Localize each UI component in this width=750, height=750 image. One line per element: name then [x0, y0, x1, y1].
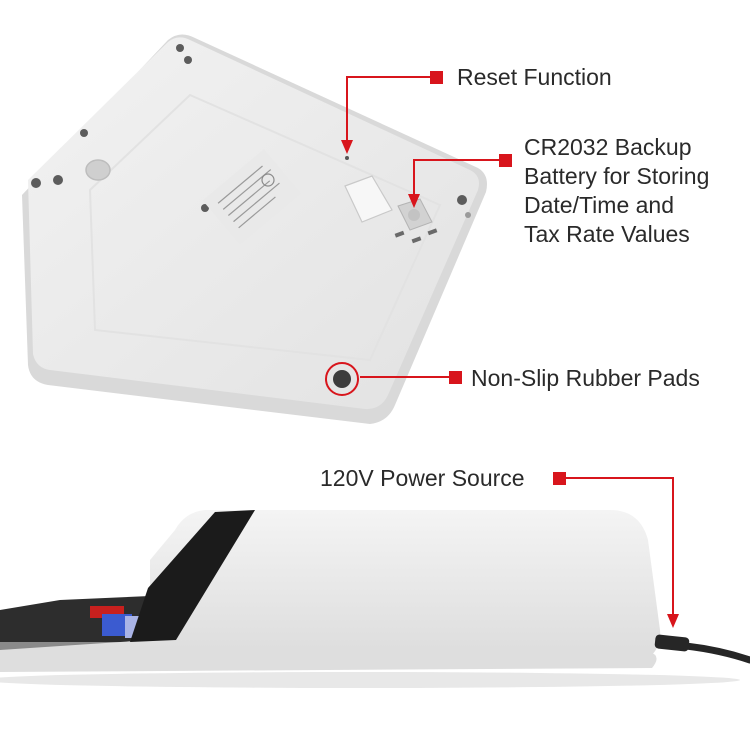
battery-compartment [344, 175, 438, 244]
power-cord [654, 634, 750, 664]
callout-lines [346, 76, 674, 615]
device-side-view [0, 510, 750, 688]
marker-pads [449, 371, 462, 384]
screw-holes [31, 44, 471, 218]
marker-reset [430, 71, 443, 84]
foot-recess [85, 159, 111, 181]
marker-battery [499, 154, 512, 167]
rubber-pad [333, 370, 351, 388]
display-strip [130, 510, 255, 642]
arrowhead-battery [408, 194, 420, 208]
power-source-label: 120V Power Source [320, 465, 525, 491]
reset-pinhole [345, 156, 349, 160]
rating-label [202, 149, 302, 245]
battery-label: CR2032 Backup Battery for Storing Date/T… [524, 134, 710, 247]
marker-power [553, 472, 566, 485]
arrowhead-power [667, 614, 679, 628]
arrowhead-reset [341, 140, 353, 154]
rubber-pads-label: Non-Slip Rubber Pads [471, 365, 700, 391]
reset-function-label: Reset Function [457, 64, 612, 90]
pad-highlight-ring [325, 362, 359, 396]
device-underside [22, 34, 487, 424]
